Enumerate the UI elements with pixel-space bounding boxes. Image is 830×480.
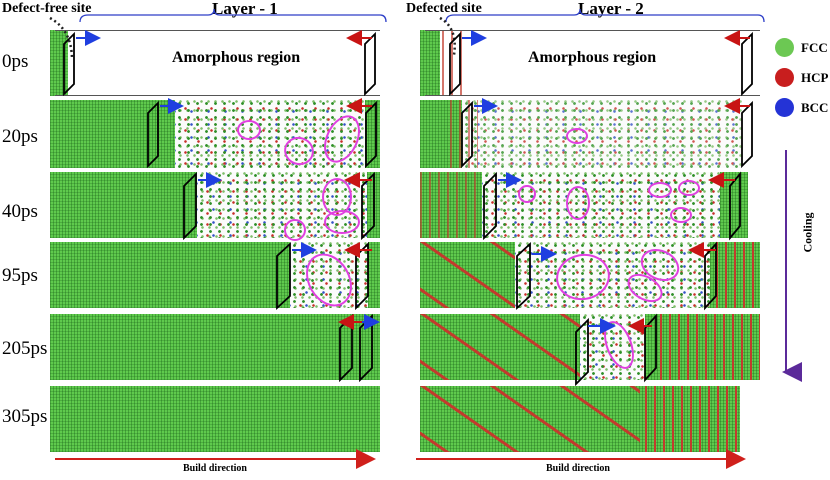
fcc-region bbox=[50, 314, 380, 380]
layer1-panel-305ps bbox=[50, 386, 380, 452]
legend-dot-hcp bbox=[775, 68, 794, 87]
cooling-label: Cooling bbox=[800, 212, 815, 253]
fcc-region bbox=[50, 100, 175, 168]
legend-dot-fcc bbox=[775, 38, 794, 57]
solid-liquid-interface-plane bbox=[741, 100, 753, 169]
solid-liquid-interface-plane bbox=[461, 100, 473, 169]
hcp-defect bbox=[420, 172, 482, 238]
defect-cluster-ring bbox=[284, 219, 306, 241]
amorphous-region-label: Amorphous region bbox=[172, 49, 301, 66]
solid-liquid-interface-plane bbox=[359, 313, 373, 383]
solid-liquid-interface-plane bbox=[339, 313, 353, 383]
solid-liquid-interface-plane bbox=[483, 171, 497, 241]
layer2-panel-0ps bbox=[420, 30, 760, 96]
box-line bbox=[55, 30, 380, 31]
defect-cluster-ring bbox=[648, 182, 672, 198]
solid-liquid-interface-plane bbox=[516, 241, 531, 311]
solid-liquid-interface-plane bbox=[63, 31, 75, 97]
solid-liquid-interface-plane bbox=[449, 31, 461, 97]
box-line bbox=[425, 95, 760, 96]
build-direction-label: Build direction bbox=[546, 463, 610, 474]
defect-cluster-ring bbox=[518, 185, 536, 203]
layer1-panel-205ps bbox=[50, 314, 380, 380]
legend-label-hcp: HCP bbox=[801, 70, 829, 85]
solid-liquid-interface-plane bbox=[361, 171, 375, 241]
hcp-defect bbox=[716, 242, 760, 308]
defect-cluster-ring bbox=[237, 120, 261, 140]
defect-cluster-ring bbox=[670, 207, 692, 223]
fcc-region bbox=[50, 172, 197, 238]
solid-liquid-interface-plane bbox=[644, 313, 657, 383]
hcp-defect bbox=[660, 314, 760, 380]
box-line bbox=[425, 30, 760, 31]
build-direction-label: Build direction bbox=[183, 463, 247, 474]
defected-pointer bbox=[439, 16, 456, 56]
layer2-panel-305ps bbox=[420, 386, 740, 452]
legend-dot-bcc bbox=[775, 98, 794, 117]
solid-liquid-interface-plane bbox=[365, 100, 377, 169]
layer-1-label: Layer - 1 bbox=[212, 0, 278, 18]
defect-cluster-ring bbox=[324, 210, 360, 234]
box-line bbox=[55, 95, 380, 96]
layer2-panel-205ps bbox=[420, 314, 760, 380]
layer-1-bracket bbox=[79, 8, 387, 23]
time-label-4: 205ps bbox=[2, 338, 48, 359]
solid-liquid-interface-plane bbox=[704, 241, 717, 311]
fcc-region bbox=[368, 242, 380, 308]
hcp-defect bbox=[420, 242, 515, 308]
time-label-3: 95ps bbox=[2, 265, 38, 286]
solid-liquid-interface-plane bbox=[276, 241, 291, 311]
solid-liquid-interface-plane bbox=[575, 317, 589, 387]
hcp-defect bbox=[420, 314, 580, 380]
defected-site-label: Defected site bbox=[406, 1, 482, 16]
amorphous-region-label: Amorphous region bbox=[528, 49, 657, 66]
solid-liquid-interface-plane bbox=[147, 100, 159, 169]
fcc-region bbox=[420, 30, 440, 96]
time-label-5: 305ps bbox=[2, 406, 48, 427]
fcc-region bbox=[50, 386, 380, 452]
fcc-region bbox=[50, 242, 290, 308]
defect-cluster-ring bbox=[678, 180, 700, 196]
defect-free-pointer bbox=[49, 16, 74, 61]
legend-label-bcc: BCC bbox=[801, 100, 829, 115]
time-label-0: 0ps bbox=[2, 51, 29, 72]
hcp-defect bbox=[442, 30, 462, 96]
layer2-panel-20ps bbox=[420, 100, 760, 168]
time-label-2: 40ps bbox=[2, 201, 38, 222]
layer1-panel-20ps bbox=[50, 100, 380, 168]
solid-liquid-interface-plane bbox=[364, 31, 376, 97]
layer-2-bracket bbox=[445, 8, 765, 23]
defect-cluster-ring bbox=[566, 128, 588, 144]
solid-liquid-interface-plane bbox=[183, 171, 197, 241]
hcp-defect bbox=[420, 386, 640, 452]
hcp-defect bbox=[645, 386, 740, 452]
fcc-region bbox=[720, 172, 748, 238]
solid-liquid-interface-plane bbox=[741, 31, 753, 97]
defect-cluster-ring bbox=[566, 186, 590, 220]
amorphous-atoms bbox=[462, 100, 742, 168]
layer-2-label: Layer - 2 bbox=[578, 0, 644, 18]
solid-liquid-interface-plane bbox=[729, 171, 741, 241]
layer1-panel-95ps bbox=[50, 242, 380, 308]
legend-label-fcc: FCC bbox=[801, 40, 828, 55]
amorphous-atoms bbox=[175, 100, 365, 168]
time-label-1: 20ps bbox=[2, 126, 38, 147]
solid-liquid-interface-plane bbox=[355, 241, 369, 311]
defect-free-site-label: Defect-free site bbox=[2, 1, 92, 16]
